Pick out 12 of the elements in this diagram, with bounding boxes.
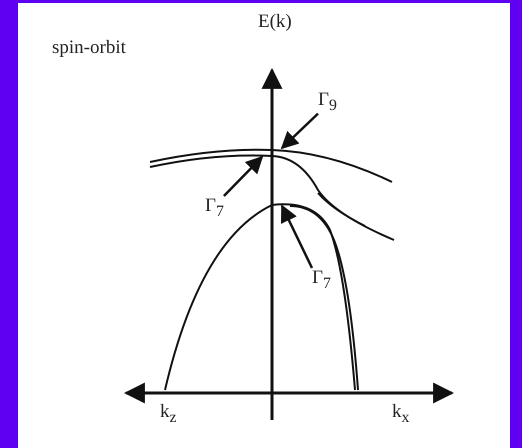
leader-arrow [280, 112, 319, 150]
axis-label: k$_{x}$ [392, 402, 410, 426]
band-label: Γ$_{9}$ [318, 90, 337, 114]
energy-band-curve [150, 154, 394, 241]
energy-band-curve [150, 148, 392, 183]
axis-label: k$_{z}$ [160, 402, 177, 426]
band-label: Γ$_{7}$ [312, 268, 331, 292]
annotation-text: spin-orbit [52, 38, 126, 57]
leader-arrow [223, 156, 264, 197]
leader-arrow [280, 204, 314, 269]
band-label: Γ$_{7}$ [205, 196, 224, 220]
axis-label: E(k) [258, 12, 292, 31]
